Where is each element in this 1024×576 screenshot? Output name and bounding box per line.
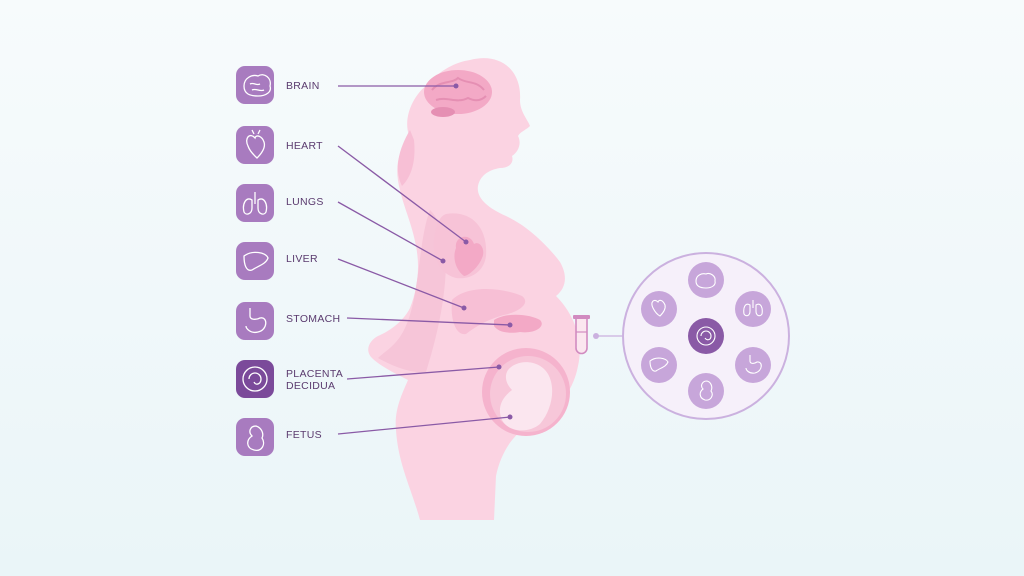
- placenta-icon: [242, 366, 268, 392]
- leader-dots: [440, 83, 513, 420]
- mini-brain: [688, 262, 724, 298]
- label-placenta-decidua: PLACENTA DECIDUA: [286, 368, 343, 392]
- stomach-icon: [245, 308, 267, 334]
- label-stomach: STOMACH: [286, 313, 340, 325]
- label-fetus: FETUS: [286, 429, 322, 441]
- label-liver: LIVER: [286, 253, 318, 265]
- lungs-icon: [743, 300, 763, 317]
- heart-icon: [651, 299, 666, 317]
- label-text: PLACENTA: [286, 368, 344, 380]
- leader-lines: [337, 85, 511, 435]
- leader-line-stomach: [346, 317, 511, 326]
- tile-brain: [236, 66, 274, 104]
- mini-lungs: [735, 291, 771, 327]
- label-text: HEART: [286, 140, 323, 152]
- tile-stomach: [236, 302, 274, 340]
- leader-line-liver: [337, 258, 465, 309]
- mini-heart: [641, 291, 677, 327]
- stomach-icon: [745, 355, 762, 374]
- sample-panel: [622, 252, 790, 420]
- label-text: STOMACH: [286, 313, 341, 325]
- mini-placenta-center: [688, 318, 724, 354]
- label-brain: BRAIN: [286, 80, 320, 92]
- fetus-icon: [247, 425, 265, 451]
- leader-line-placenta: [346, 366, 500, 380]
- label-lungs: LUNGS: [286, 196, 324, 208]
- liver-icon: [649, 357, 669, 372]
- label-text: LUNGS: [286, 196, 324, 208]
- heart-icon: [246, 129, 266, 159]
- brain-icon: [243, 74, 272, 97]
- tile-lungs: [236, 184, 274, 222]
- label-text-line2: DECIDUA: [286, 380, 336, 392]
- tile-heart: [236, 126, 274, 164]
- mini-fetus: [688, 373, 724, 409]
- tile-liver: [236, 242, 274, 280]
- tile-fetus: [236, 418, 274, 456]
- liver-icon: [243, 251, 269, 271]
- lungs-icon: [242, 192, 268, 215]
- heart-organ: [454, 236, 484, 276]
- stomach-organ: [494, 314, 542, 333]
- label-text: FETUS: [286, 429, 322, 441]
- pregnant-woman-silhouette: [368, 58, 580, 520]
- tile-placenta: [236, 360, 274, 398]
- mini-liver: [641, 347, 677, 383]
- brain-organ: [424, 70, 492, 117]
- leader-line-lungs: [337, 201, 444, 262]
- leader-line-fetus: [337, 416, 511, 435]
- label-heart: HEART: [286, 140, 323, 152]
- connector-dot: [593, 333, 599, 339]
- placenta-icon: [696, 326, 716, 346]
- label-text: LIVER: [286, 253, 318, 265]
- brain-icon: [695, 272, 716, 289]
- fetus-icon: [699, 380, 713, 401]
- mini-stomach: [735, 347, 771, 383]
- leader-line-heart: [337, 145, 467, 243]
- label-text: BRAIN: [286, 80, 320, 92]
- womb-organ: [482, 348, 570, 436]
- test-tube-icon: [573, 315, 590, 355]
- organ-icon-tiles: [236, 66, 274, 456]
